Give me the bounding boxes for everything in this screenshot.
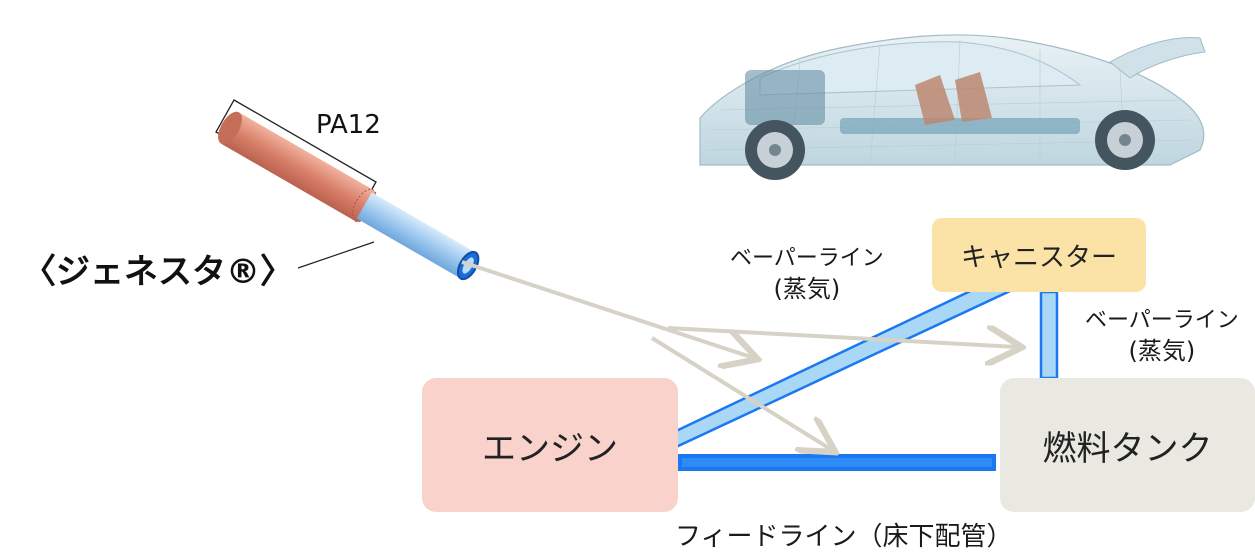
engine-box: エンジン [422, 378, 678, 512]
vapor-pipe-canister-tank [1039, 290, 1059, 380]
arrow-to-vapor-line-2 [667, 328, 1018, 347]
canister-box: キャニスター [932, 218, 1146, 292]
fuel-tank-box: 燃料タンク [1000, 378, 1255, 512]
fuel-tank-label: 燃料タンク [1042, 428, 1213, 469]
canister-label: キャニスター [960, 242, 1117, 273]
feed-line-label: フィードライン（床下配管） [675, 522, 1013, 552]
vapor-line-name-1: ベーパーライン [730, 246, 884, 271]
application-arrows [461, 260, 1018, 450]
vapor-line-sub-1: (蒸気) [773, 275, 841, 303]
feed-pipe-engine-tank [678, 454, 996, 471]
car-wireframe-icon [699, 34, 1206, 180]
vapor-line-sub-2: (蒸気) [1128, 337, 1196, 365]
vapor-line-name-2: ベーパーライン [1085, 308, 1239, 333]
material-label: PA12 [316, 110, 381, 140]
product-leader-line [297, 241, 375, 269]
engine-label: エンジン [482, 428, 618, 469]
product-name: 〈ジェネスタ®〉 [22, 252, 294, 292]
arrow-to-feed-line [650, 336, 832, 450]
vapor-line-label-1: ベーパーライン (蒸気) [730, 244, 884, 304]
arrow-to-vapor-line-1 [461, 260, 754, 358]
vapor-line-label-2: ベーパーライン (蒸気) [1085, 306, 1239, 366]
